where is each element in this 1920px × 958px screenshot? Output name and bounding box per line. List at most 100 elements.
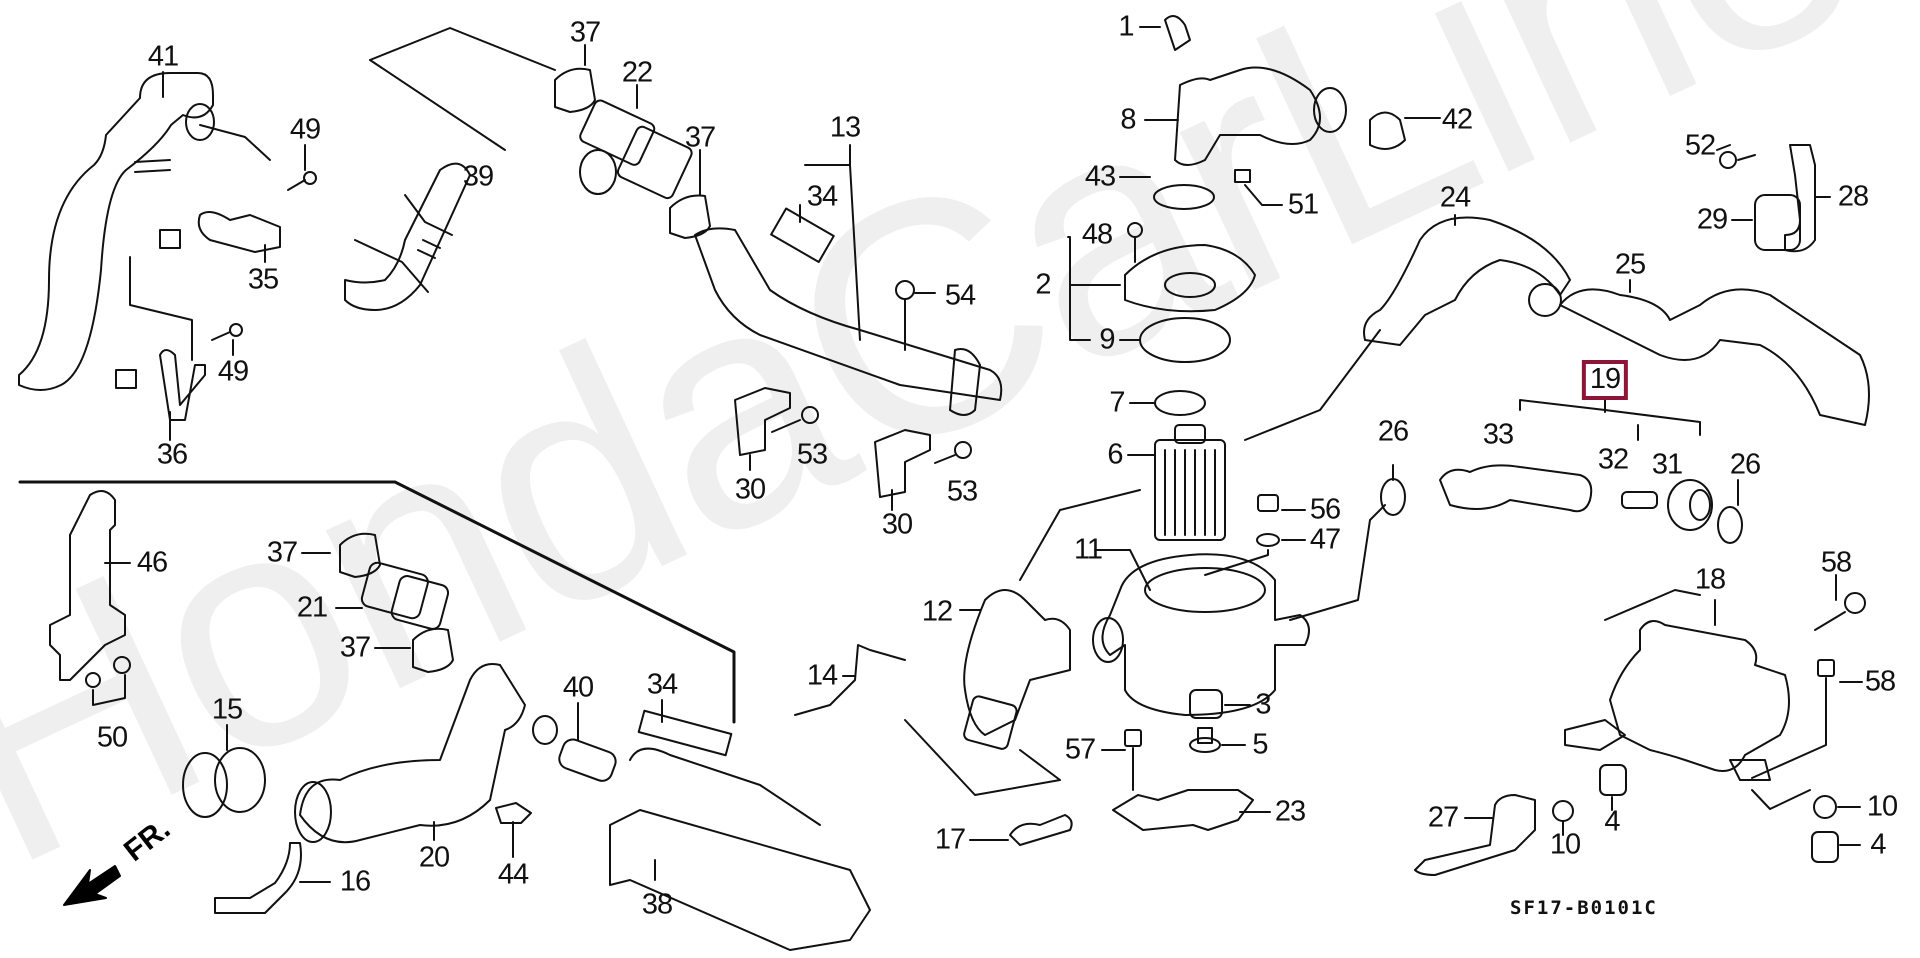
callout-57[interactable]: 57 — [1064, 733, 1096, 766]
callout-34[interactable]: 34 — [806, 180, 838, 213]
part-17-clip — [1010, 815, 1072, 845]
part-30-bracket-b — [875, 430, 930, 497]
callout-37[interactable]: 37 — [569, 16, 601, 49]
callout-22[interactable]: 22 — [621, 56, 653, 89]
callout-33[interactable]: 33 — [1482, 418, 1514, 451]
callout-48[interactable]: 48 — [1081, 218, 1113, 251]
part-34-label-plate — [771, 209, 834, 262]
callout-23[interactable]: 23 — [1274, 795, 1306, 828]
callout-56[interactable]: 56 — [1309, 493, 1341, 526]
callout-11[interactable]: 11 — [1073, 533, 1103, 566]
part-21-boot — [360, 561, 450, 631]
bracket-2-group — [1068, 237, 1090, 340]
callout-4[interactable]: 4 — [1604, 805, 1620, 838]
callout-31[interactable]: 31 — [1651, 448, 1683, 481]
callout-19-highlighted[interactable]: 19 — [1581, 360, 1629, 400]
callout-20[interactable]: 20 — [418, 841, 450, 874]
part-41-elbow-hose — [19, 73, 270, 390]
leader-line-24-filter — [1245, 330, 1380, 440]
part-48-bolt — [1128, 223, 1142, 262]
part-44-clip — [496, 803, 531, 823]
callout-15[interactable]: 15 — [211, 693, 243, 726]
callout-36[interactable]: 36 — [156, 438, 188, 471]
callout-54[interactable]: 54 — [944, 279, 976, 312]
front-direction-arrow — [63, 865, 121, 906]
part-2-cover — [1125, 245, 1255, 311]
callout-21[interactable]: 21 — [296, 591, 328, 624]
callout-43[interactable]: 43 — [1084, 160, 1116, 193]
leader-11 — [1095, 550, 1150, 590]
callout-16[interactable]: 16 — [339, 865, 371, 898]
callout-58[interactable]: 58 — [1864, 665, 1896, 698]
callout-32[interactable]: 32 — [1597, 443, 1629, 476]
callout-12[interactable]: 12 — [921, 595, 953, 628]
callout-30[interactable]: 30 — [734, 473, 766, 506]
callout-30[interactable]: 30 — [881, 508, 913, 541]
part-37-gasket-d — [413, 629, 453, 672]
callout-50[interactable]: 50 — [96, 721, 128, 754]
part-9-seal — [1140, 318, 1230, 362]
part-37-gasket-a — [555, 69, 595, 112]
part-5-collar — [1190, 728, 1220, 752]
part-49-screw-b — [212, 324, 242, 340]
callout-3[interactable]: 3 — [1255, 688, 1271, 721]
callout-47[interactable]: 47 — [1309, 523, 1341, 556]
callout-13[interactable]: 13 — [829, 111, 861, 144]
callout-37[interactable]: 37 — [266, 536, 298, 569]
part-18-resonator — [1565, 621, 1789, 780]
callout-44[interactable]: 44 — [497, 858, 529, 891]
part-46-bracket — [50, 491, 125, 680]
callout-24[interactable]: 24 — [1439, 181, 1471, 214]
callout-18[interactable]: 18 — [1694, 563, 1726, 596]
callout-26[interactable]: 26 — [1729, 448, 1761, 481]
part-10-washer-b — [1814, 796, 1836, 818]
callout-4[interactable]: 4 — [1870, 828, 1886, 861]
part-47-washer — [1257, 534, 1279, 546]
part-32-connector — [1622, 492, 1657, 508]
callout-25[interactable]: 25 — [1614, 248, 1646, 281]
callout-53[interactable]: 53 — [946, 475, 978, 508]
callout-10[interactable]: 10 — [1549, 828, 1581, 861]
callout-52[interactable]: 52 — [1684, 129, 1716, 162]
callout-53[interactable]: 53 — [796, 438, 828, 471]
callout-49[interactable]: 49 — [289, 113, 321, 146]
callout-8[interactable]: 8 — [1120, 103, 1136, 136]
part-15-boot — [183, 748, 265, 817]
callout-28[interactable]: 28 — [1837, 180, 1869, 213]
callout-37[interactable]: 37 — [339, 631, 371, 664]
callout-39[interactable]: 39 — [462, 160, 494, 193]
callout-29[interactable]: 29 — [1696, 203, 1728, 236]
callout-49[interactable]: 49 — [217, 355, 249, 388]
callout-14[interactable]: 14 — [806, 659, 838, 692]
callout-40[interactable]: 40 — [562, 671, 594, 704]
callout-38[interactable]: 38 — [641, 888, 673, 921]
part-50-screw — [86, 673, 100, 687]
callout-42[interactable]: 42 — [1441, 103, 1473, 136]
callout-51[interactable]: 51 — [1287, 188, 1319, 221]
callout-10[interactable]: 10 — [1866, 790, 1898, 823]
callout-34[interactable]: 34 — [646, 668, 678, 701]
part-37-gasket-b — [670, 196, 710, 239]
callout-17[interactable]: 17 — [934, 823, 966, 856]
callout-58[interactable]: 58 — [1820, 546, 1852, 579]
callout-26[interactable]: 26 — [1377, 415, 1409, 448]
part-58-bolt-a — [1815, 593, 1865, 630]
part-26-clamp-a — [1381, 479, 1405, 515]
callout-41[interactable]: 41 — [147, 40, 179, 73]
part-10-washer-a — [1553, 801, 1573, 821]
callout-27[interactable]: 27 — [1427, 801, 1459, 834]
callout-35[interactable]: 35 — [247, 263, 279, 296]
callout-1[interactable]: 1 — [1118, 10, 1134, 43]
callout-6[interactable]: 6 — [1107, 438, 1123, 471]
callout-2[interactable]: 2 — [1035, 268, 1051, 301]
callout-5[interactable]: 5 — [1252, 728, 1268, 761]
part-36-bracket — [160, 350, 205, 420]
part-27-bracket — [1415, 795, 1535, 875]
part-34-label-b — [639, 711, 732, 756]
callout-7[interactable]: 7 — [1109, 386, 1125, 419]
callout-46[interactable]: 46 — [136, 546, 168, 579]
callout-37[interactable]: 37 — [684, 121, 716, 154]
callout-9[interactable]: 9 — [1099, 323, 1115, 356]
part-54-bolt — [896, 281, 914, 350]
